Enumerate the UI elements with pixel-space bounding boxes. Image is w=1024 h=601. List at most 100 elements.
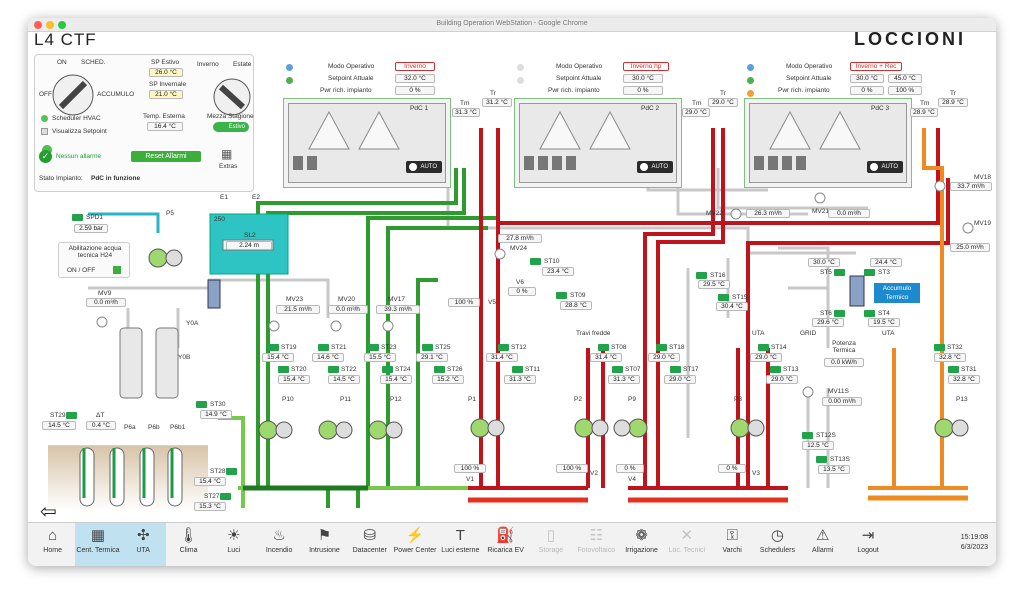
nav-item-intrusione[interactable]: ⚑Intrusione	[302, 523, 347, 566]
st25-sensor-icon[interactable]	[422, 344, 433, 351]
window-minimize-icon[interactable]	[46, 21, 54, 29]
abilitazione-acqua-box: Abilitazione acqua tecnica H24 ON / OFF	[58, 242, 130, 278]
st24-sensor-icon[interactable]	[382, 366, 393, 373]
st32-sensor-icon[interactable]	[934, 344, 945, 351]
pump-p3[interactable]	[730, 416, 770, 440]
pdc1-modo-value[interactable]: Inverno	[395, 62, 435, 71]
nav-item-incendio[interactable]: ♨Incendio	[257, 523, 302, 566]
nav-item-datacenter[interactable]: ⛁Datacenter	[347, 523, 392, 566]
reset-allarmi-button[interactable]: Reset Allarmi	[131, 151, 201, 162]
st08-sensor-icon[interactable]	[598, 344, 609, 351]
window-close-icon[interactable]	[34, 21, 42, 29]
extras-label[interactable]: Extras	[219, 163, 238, 170]
pdc2-modo-value[interactable]: Inverno hp	[623, 62, 669, 71]
nav-fotovoltaico-icon: ☷	[589, 527, 603, 544]
nav-item-clima[interactable]: 🌡Clima	[166, 523, 211, 566]
st11-label: ST11	[525, 366, 541, 373]
nav-item-irrigazione[interactable]: ❁Irrigazione	[619, 523, 664, 566]
pdc1-tm-label: Tm	[460, 100, 470, 107]
st26-sensor-icon[interactable]	[434, 366, 445, 373]
st09-value: 28.8 °C	[560, 301, 592, 310]
st21-sensor-icon[interactable]	[318, 344, 329, 351]
nav-item-label: Loc. Tecnici	[668, 547, 706, 554]
st30-sensor-icon[interactable]	[196, 401, 207, 408]
season-selector-knob[interactable]	[213, 79, 251, 117]
st28-sensor-icon[interactable]	[226, 468, 237, 475]
st6-sensor-icon[interactable]	[834, 310, 845, 317]
pdc3-unit[interactable]: PdC 3 AUTO	[744, 98, 912, 188]
pump-p12[interactable]	[368, 418, 408, 442]
st29-sensor-icon[interactable]	[66, 412, 77, 419]
pump-p2[interactable]	[574, 416, 614, 440]
nav-item-schedulers[interactable]: ◷Schedulers	[755, 523, 800, 566]
st16-sensor-icon[interactable]	[696, 272, 707, 279]
pdc1-unit[interactable]: PdC 1 AUTO	[283, 98, 451, 188]
mezza-stagione-toggle[interactable]: Estivo	[213, 122, 249, 132]
st14-sensor-icon[interactable]	[758, 344, 769, 351]
st10-sensor-icon[interactable]	[530, 258, 541, 265]
st31-sensor-icon[interactable]	[948, 366, 959, 373]
st12s-sensor-icon[interactable]	[802, 432, 813, 439]
nav-item-fotovoltaico: ☷Fotovoltaico	[574, 523, 619, 566]
pdc3-auto-button[interactable]: AUTO	[867, 161, 903, 173]
st13-sensor-icon[interactable]	[770, 366, 781, 373]
pump-p13[interactable]	[934, 416, 974, 440]
st24-label: ST24	[395, 366, 411, 373]
nav-item-uta[interactable]: ✣UTA	[120, 523, 166, 566]
st17-sensor-icon[interactable]	[670, 366, 681, 373]
nav-item-home[interactable]: ⌂Home	[30, 523, 75, 566]
nav-item-ricarica-ev[interactable]: ⛽Ricarica EV	[483, 523, 528, 566]
sp-estivo-value[interactable]: 26.0 °C	[149, 68, 183, 77]
spd1-sensor-icon[interactable]	[72, 214, 83, 221]
st20-sensor-icon[interactable]	[278, 366, 289, 373]
st5-sensor-icon[interactable]	[834, 269, 845, 276]
nav-item-cent-termica[interactable]: ▦Cent. Termica	[75, 523, 121, 566]
pump-p9[interactable]	[612, 416, 648, 440]
pdc3-modo-value[interactable]: Inverno + Rec	[850, 62, 902, 71]
st15-sensor-icon[interactable]	[718, 294, 729, 301]
nav-item-varchi[interactable]: ⚿Varchi	[710, 523, 755, 566]
st09-sensor-icon[interactable]	[556, 292, 567, 299]
nav-item-power-center[interactable]: ⚡Power Center	[392, 523, 437, 566]
st23-sensor-icon[interactable]	[368, 344, 379, 351]
st29-value: 14.5 °C	[42, 421, 76, 430]
pdc2-unit[interactable]: PdC 2 AUTO	[514, 98, 682, 188]
pdc3-setpoint-value: 30.0 °C	[850, 74, 884, 83]
st18-sensor-icon[interactable]	[656, 344, 667, 351]
visualizza-setpoint-checkbox[interactable]	[41, 128, 48, 135]
pdc2-auto-button[interactable]: AUTO	[637, 161, 673, 173]
extras-icon[interactable]: ▦	[221, 147, 233, 161]
st4-sensor-icon[interactable]	[864, 310, 875, 317]
nav-item-label: Clima	[179, 547, 198, 554]
st3-sensor-icon[interactable]	[864, 269, 875, 276]
scheduler-status-icon	[41, 115, 48, 122]
pump-p10[interactable]	[258, 418, 298, 442]
st11-sensor-icon[interactable]	[512, 366, 523, 373]
window-maximize-icon[interactable]	[58, 21, 66, 29]
pdc1-auto-button[interactable]: AUTO	[406, 161, 442, 173]
onoff-label: ON / OFF	[67, 267, 96, 274]
st28-value: 15.4 °C	[194, 477, 226, 486]
mode-selector-knob[interactable]	[51, 71, 95, 115]
st22-sensor-icon[interactable]	[328, 366, 339, 373]
st18-label: ST18	[669, 344, 685, 351]
st27-sensor-icon[interactable]	[220, 493, 231, 500]
st12-sensor-icon[interactable]	[498, 344, 509, 351]
pump-p1[interactable]	[470, 416, 510, 440]
pump-p11[interactable]	[318, 418, 358, 442]
st28-label: ST28	[210, 468, 226, 475]
back-arrow-icon[interactable]: ⇦	[40, 501, 57, 523]
st13s-sensor-icon[interactable]	[816, 456, 827, 463]
st07-sensor-icon[interactable]	[612, 366, 623, 373]
onoff-toggle[interactable]	[113, 266, 121, 274]
st5-value-top: 30.0 °C	[808, 258, 840, 267]
nav-item-logout[interactable]: ⇥Logout	[845, 523, 890, 566]
st17-label: ST17	[683, 366, 699, 373]
nav-item-luci[interactable]: ☀Luci	[211, 523, 256, 566]
sp-invernale-value[interactable]: 21.0 °C	[149, 90, 183, 99]
y0b-label: Y0B	[178, 354, 191, 361]
mv9-label: MV9	[98, 290, 112, 297]
st19-sensor-icon[interactable]	[268, 344, 279, 351]
nav-item-allarmi[interactable]: ⚠Allarmi	[800, 523, 845, 566]
